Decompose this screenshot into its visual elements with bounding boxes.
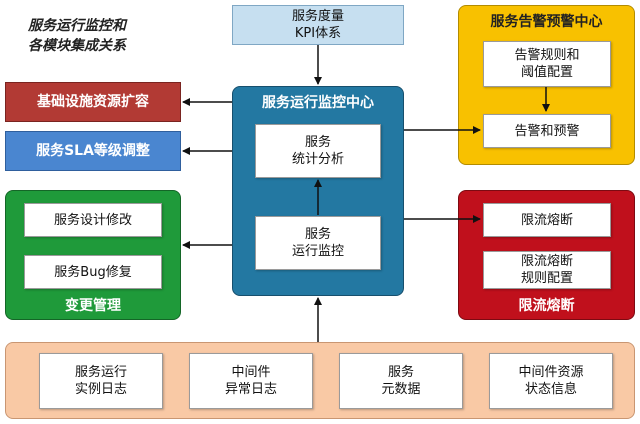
data-sources-panel: 服务运行 实例日志 中间件 异常日志 服务 元数据 中间件资源 状态信息 bbox=[5, 342, 635, 419]
service-metadata-line-1: 服务 bbox=[387, 365, 414, 380]
service-metadata-line-2: 元数据 bbox=[381, 382, 421, 397]
middleware-status-line-2: 状态信息 bbox=[524, 382, 577, 397]
design-change-box: 服务设计修改 bbox=[24, 203, 162, 237]
alert-rules-line-1: 告警规则和 bbox=[514, 48, 580, 63]
change-management-panel: 服务设计修改 服务Bug修复 变更管理 bbox=[5, 190, 181, 320]
monitor-center-title: 服务运行监控中心 bbox=[262, 95, 374, 111]
sla-adjust-box: 服务SLA等级调整 bbox=[5, 131, 181, 171]
title-line-2: 各模块集成关系 bbox=[28, 38, 126, 54]
breaker-rules-line-2: 规则配置 bbox=[520, 271, 573, 286]
alert-center-panel: 服务告警预警中心 告警规则和 阈值配置 告警和预警 bbox=[458, 5, 635, 165]
change-management-title: 变更管理 bbox=[65, 298, 121, 314]
middleware-errors-line-1: 中间件 bbox=[231, 365, 271, 380]
alert-rules-box: 告警规则和 阈值配置 bbox=[483, 41, 611, 87]
bug-fix-label: 服务Bug修复 bbox=[54, 264, 132, 280]
runtime-line-1: 服务 bbox=[304, 227, 331, 242]
breaker-rules-line-1: 限流熔断 bbox=[520, 254, 573, 269]
infra-scaling-label: 基础设施资源扩容 bbox=[37, 93, 149, 110]
kpi-box: 服务度量 KPI体系 bbox=[232, 5, 404, 45]
data-source-service-metadata: 服务 元数据 bbox=[339, 353, 463, 409]
breaker-rules-box: 限流熔断 规则配置 bbox=[483, 251, 611, 289]
bug-fix-box: 服务Bug修复 bbox=[24, 255, 162, 289]
data-source-instance-logs: 服务运行 实例日志 bbox=[39, 353, 163, 409]
alerts-box: 告警和预警 bbox=[483, 114, 611, 148]
runtime-line-2: 运行监控 bbox=[291, 244, 344, 259]
middleware-errors-line-2: 异常日志 bbox=[224, 382, 277, 397]
data-source-middleware-errors: 中间件 异常日志 bbox=[189, 353, 313, 409]
middleware-status-line-1: 中间件资源 bbox=[518, 365, 584, 380]
instance-logs-line-1: 服务运行 bbox=[74, 365, 127, 380]
instance-logs-line-2: 实例日志 bbox=[74, 382, 127, 397]
circuit-breaker-panel: 限流熔断 限流熔断 规则配置 限流熔断 bbox=[458, 190, 635, 320]
breaker-box: 限流熔断 bbox=[483, 203, 611, 237]
title-line-1: 服务运行监控和 bbox=[28, 18, 126, 34]
alert-center-title: 服务告警预警中心 bbox=[490, 14, 603, 30]
sla-adjust-label: 服务SLA等级调整 bbox=[36, 142, 150, 159]
stats-analysis-box: 服务 统计分析 bbox=[255, 124, 381, 178]
diagram-title: 服务运行监控和 各模块集成关系 bbox=[28, 16, 188, 56]
kpi-line-2: KPI体系 bbox=[294, 26, 342, 41]
stats-line-2: 统计分析 bbox=[291, 152, 344, 167]
circuit-breaker-title: 限流熔断 bbox=[518, 298, 575, 314]
design-change-label: 服务设计修改 bbox=[53, 212, 132, 228]
runtime-monitor-box: 服务 运行监控 bbox=[255, 216, 381, 270]
alert-rules-line-2: 阈值配置 bbox=[520, 65, 573, 80]
kpi-line-1: 服务度量 bbox=[291, 9, 344, 24]
alerts-label: 告警和预警 bbox=[514, 123, 580, 139]
stats-line-1: 服务 bbox=[304, 135, 331, 150]
data-source-middleware-status: 中间件资源 状态信息 bbox=[489, 353, 613, 409]
breaker-label: 限流熔断 bbox=[520, 212, 573, 228]
infra-scaling-box: 基础设施资源扩容 bbox=[5, 82, 181, 122]
